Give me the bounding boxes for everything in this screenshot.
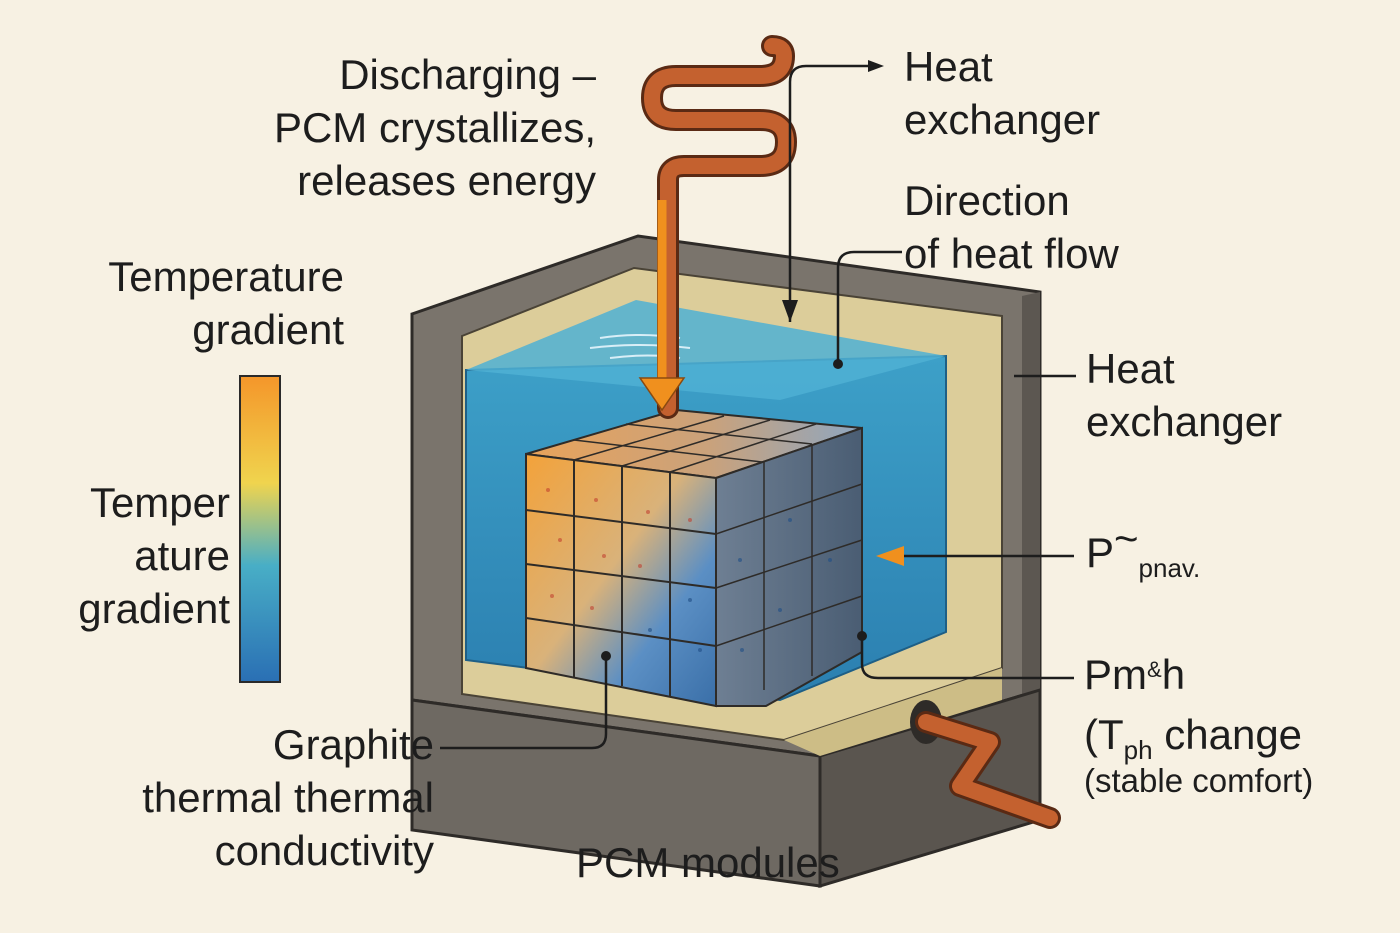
label-p-pnav: P~pnav. [1086,515,1200,581]
pcm-block-top-grid [573,415,817,473]
p-subscript: pnav. [1138,553,1201,583]
heat-exchanger-right-line-1: Heat [1086,345,1175,392]
label-temperature-gradient-top: Temperature gradient [60,250,344,356]
leader-dot-graphite [601,651,611,661]
pm-line-1: Pm&h [1084,648,1313,708]
pcm-speckles-cool [648,518,832,652]
p-tilde: ~ [1114,515,1139,562]
water-surface [466,300,946,400]
heat-exchanger-top-line-1: Heat [904,43,993,90]
label-direction-of-heat-flow: Direction of heat flow [904,174,1119,280]
discharging-line-2: PCM crystallizes, [273,104,596,151]
pcm-block-right-grid [715,446,863,690]
leader-arrowhead-down [782,300,798,322]
label-heat-exchanger-right: Heat exchanger [1086,342,1282,448]
direction-line-2: of heat flow [904,230,1119,277]
temp-gradient-side-line-3: gradient [78,585,230,632]
pm-line1-end: h [1161,651,1186,698]
graphite-line-3: conductivity [214,827,434,874]
leader-heat-exchanger-top [788,64,868,322]
pcm-block-front-grid [525,460,717,696]
heat-exchanger-right-line-2: exchanger [1086,398,1283,445]
label-graphite: Graphite thermal thermal conductivity [80,718,434,877]
leader-dot-direction [833,359,843,369]
pm-line2-sub: ph [1123,735,1153,765]
graphite-line-1: Graphite [272,721,434,768]
leader-direction [836,250,902,364]
leader-dot-pm [857,631,867,641]
temp-gradient-side-line-1: Temper [89,479,230,526]
temperature-gradient-bar [239,375,281,683]
leader-pm [860,636,1074,680]
pm-line1-mark: & [1147,657,1162,682]
outlet-pipe [918,714,1058,826]
label-pm-phase-change: Pm&h (Tph change (stable comfort) [1084,648,1313,801]
pcm-modules-text: PCM modules [576,839,840,886]
discharging-line-3: releases energy [297,157,596,204]
discharge-arrow-head [638,377,686,412]
pm-line-2: (Tph change [1084,708,1313,763]
temp-gradient-top-line-2: gradient [192,306,344,353]
pcm-block-right [715,426,863,707]
pm-line-3: (stable comfort) [1084,762,1314,799]
discharging-line-1: Discharging – [339,51,596,98]
p-main: P [1086,529,1115,576]
pm-line2-end: change [1152,711,1303,758]
direction-line-1: Direction [904,177,1070,224]
label-temperature-gradient-side: Temper ature gradient [40,476,230,635]
insulation-floor [784,668,1002,756]
heat-exchanger-top-line-2: exchanger [904,96,1101,143]
coil-pipe [643,38,795,416]
label-pcm-modules: PCM modules [576,836,840,889]
label-discharging: Discharging – PCM crystallizes, releases… [220,48,596,207]
leader-arrowhead-top [868,60,884,72]
pm-line1-main: Pm [1084,651,1147,698]
leader-graphite [440,656,608,750]
leader-arrowhead-orange [876,546,904,566]
temp-gradient-side-line-2: ature [134,532,230,579]
pcm-speckles-warm [546,488,692,610]
tank-right-side [1022,292,1040,696]
graphite-line-2: thermal thermal [142,774,434,821]
pm-line2-open: (T [1084,711,1124,758]
temp-gradient-top-line-1: Temperature [108,253,344,300]
label-heat-exchanger-top: Heat exchanger [904,40,1100,146]
